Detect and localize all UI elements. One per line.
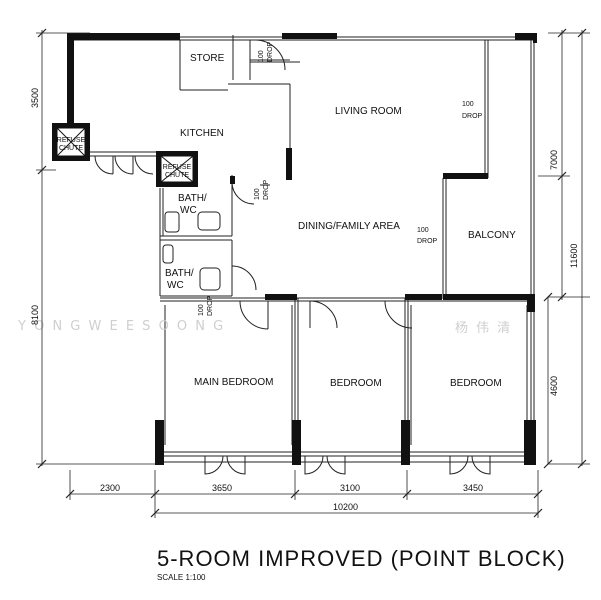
drop-note-balcony: 100 DROP (417, 227, 438, 245)
drop-note-living: 100 DROP (462, 101, 483, 120)
thin-walls (69, 35, 535, 463)
dim-bottom-total: 10200 (333, 502, 358, 512)
refuse-chute-b-label-2: CHUTE (165, 172, 189, 179)
refuse-chute-a: REFUSE CHUTE (52, 123, 90, 161)
dim-left-bottom: 8100 (30, 305, 40, 325)
drop-note-store-word: DROP (267, 41, 274, 62)
dim-bottom-2: 3650 (212, 483, 232, 493)
room-label-bath-2b: WC (167, 280, 184, 291)
watermark-latin: Y O N G W E E S O O N G (17, 319, 225, 334)
room-label-bath-1b: WC (180, 205, 197, 216)
room-label-bedroom-2: BEDROOM (330, 378, 382, 389)
drop-note-bath-word: DROP (207, 295, 214, 316)
structural-walls (67, 33, 537, 465)
drop-note-bath-num: 100 (198, 304, 205, 316)
dim-bottom-1: 2300 (100, 483, 120, 493)
dim-right-top: 7000 (549, 150, 559, 170)
room-label-dining: DINING/FAMILY AREA (298, 221, 400, 232)
dim-bottom-3: 3100 (340, 483, 360, 493)
drop-note-balcony-num: 100 (417, 227, 429, 234)
drop-note-living-num: 100 (462, 101, 474, 108)
dimension-lines (36, 30, 590, 518)
drop-note-dining-word: DROP (263, 179, 270, 200)
plan-scale: SCALE 1:100 (157, 573, 206, 582)
room-label-bath-2a: BATH/ (165, 268, 194, 279)
dim-bottom-4: 3450 (463, 483, 483, 493)
refuse-chute-a-label-1: REFUSE (57, 137, 86, 144)
refuse-chute-a-label-2: CHUTE (59, 145, 83, 152)
dim-right-total: 11600 (569, 244, 579, 268)
bath-fixtures (162, 188, 221, 291)
room-label-balcony: BALCONY (468, 230, 516, 241)
room-label-kitchen: KITCHEN (180, 128, 224, 139)
room-label-living: LIVING ROOM (335, 106, 402, 117)
dim-left-top: 3500 (30, 88, 40, 108)
watermark-chinese: 杨 伟 清 (455, 321, 512, 336)
drop-note-dining: 100 DROP (254, 179, 270, 200)
drop-note-dining-num: 100 (254, 188, 261, 200)
drop-note-store-num: 100 (258, 50, 265, 62)
window-swings (204, 184, 491, 475)
refuse-chute-b: REFUSE CHUTE (156, 151, 198, 187)
refuse-chute-b-label-1: REFUSE (163, 164, 192, 171)
drop-note-bath: 100 DROP (198, 295, 214, 316)
drop-note-balcony-word: DROP (417, 238, 438, 245)
room-label-bedroom-3: BEDROOM (450, 378, 502, 389)
dimension-ticks (37, 28, 587, 518)
drop-note-living-word: DROP (462, 113, 483, 120)
room-label-store: STORE (190, 53, 225, 64)
drop-note-store: 100 DROP (258, 41, 274, 62)
room-label-bath-1a: BATH/ (178, 193, 207, 204)
dim-right-bottom: 4600 (549, 376, 559, 396)
plan-title: 5-ROOM IMPROVED (POINT BLOCK) (157, 546, 566, 571)
room-label-main-bedroom: MAIN BEDROOM (194, 377, 273, 388)
